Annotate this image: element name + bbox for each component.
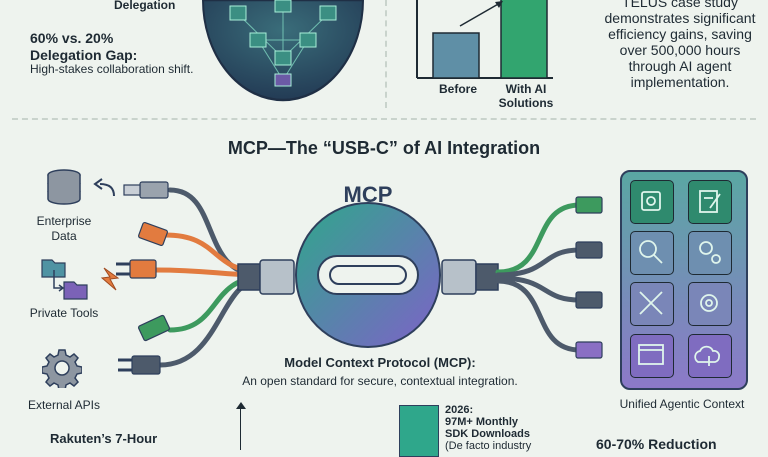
neural-network-globe [201,0,365,102]
mcp-section-title: MCP—The “USB-C” of AI Integration [227,138,541,158]
bar-with-ai [500,0,548,79]
downloads-line3: (De facto industry [445,440,532,452]
gap-title: 60% vs. 20% Delegation Gap: [30,30,138,63]
rakuten-arrow [240,404,241,450]
bar-with-ai-label: With AI Solutions [498,82,554,110]
top-vertical-divider [385,0,387,108]
alert-spark-icon [100,267,120,291]
mcp-label: MCP [343,182,393,207]
protocol-description: An open standard for secure, contextual … [242,374,518,388]
source-private-tools: Private Tools [29,306,99,320]
downloads-bar [399,405,439,457]
browser-window-icon [630,334,674,378]
panel-icon-glyphs [638,190,721,366]
mcp-cable-diagram [116,181,603,375]
bar-before [432,32,480,79]
folders-icon [41,259,88,300]
section-divider [12,118,756,120]
cloud-upload-icon [688,334,732,378]
reduction-heading: 60-70% Reduction [596,436,717,452]
rakuten-heading: Rakuten’s 7-Hour [50,431,158,446]
downloads-year: 2026: [445,404,474,416]
magnifier-icon [630,231,674,275]
protocol-title: Model Context Protocol (MCP): [284,355,476,370]
arrow-back-icon [93,178,115,197]
gear-icon [42,349,82,388]
note-edit-icon [688,180,732,224]
delegation-label: Delegation [114,0,176,12]
telus-case-study: TELUS case study demonstrates significan… [604,0,756,90]
bar-before-label: Before [438,82,477,96]
gear-icon [688,282,732,326]
source-enterprise-data: Enterprise Data [36,214,92,243]
gap-description: High-stakes collaboration shift. [30,62,194,76]
downloads-line2: SDK Downloads [445,428,530,440]
brain-chip-icon [630,180,674,224]
source-external-apis: External APIs [27,398,101,412]
before-after-bar-chart [416,0,553,79]
rakuten-arrowhead [236,402,246,409]
database-icon [47,169,81,205]
unified-context-label: Unified Agentic Context [619,397,745,411]
downloads-line1: 97M+ Monthly [445,416,519,428]
